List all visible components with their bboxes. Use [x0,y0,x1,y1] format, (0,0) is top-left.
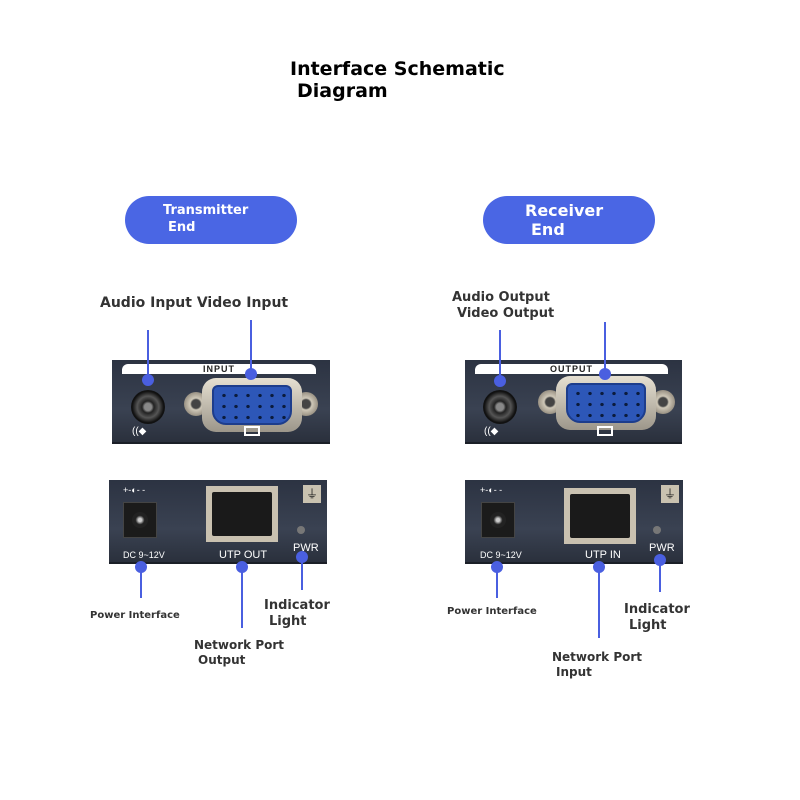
indicator-light-label: Indicator Light [264,598,330,631]
power-interface-label: Power Interface [90,610,180,621]
indicator-light-label: Indicator Light [624,602,690,635]
audio-video-output-label: Audio Output Video Output [452,290,554,323]
callout-line [147,330,149,380]
dc-polarity-icon: +-◐- - [123,485,146,495]
dc-label: DC 9~12V [480,550,522,560]
audio-icon: ((◆ [132,426,147,437]
callout-dot [599,368,611,380]
panel-band-label: INPUT [122,364,316,374]
label-line-2: Light [629,618,667,634]
label-line-1: Indicator [624,602,690,617]
audio-video-input-label: Audio Input Video Input [100,295,289,311]
callout-line [250,320,252,374]
callout-dot [245,368,257,380]
rj45-port [564,488,636,544]
ground-icon: ⏚ [661,485,679,503]
audio-jack [483,390,517,424]
utp-in-label: UTP IN [585,549,621,561]
label-line-1: Indicator [264,598,330,613]
callout-dot [491,561,503,573]
panel-band-label: OUTPUT [475,364,668,374]
pill-line-1: Receiver [525,201,604,220]
transmitter-end-badge: Transmitter End [125,196,297,244]
callout-line [301,557,303,590]
label-line-1: Network Port [552,650,643,664]
callout-line [604,322,606,374]
callout-dot [654,554,666,566]
pwr-label: PWR [649,542,675,554]
callout-line [496,567,498,598]
page-title: Interface Schematic Diagram [290,58,505,102]
vga-port [556,376,656,430]
pill-line-2: End [168,220,196,235]
pill-line-2: End [531,220,565,239]
audio-jack [131,390,165,424]
label-line-2: Video Output [457,306,555,322]
power-led [653,526,661,534]
receiver-end-badge: Receiver End [483,196,655,244]
monitor-icon [244,426,260,436]
callout-dot [236,561,248,573]
callout-line [659,560,661,592]
callout-line [499,330,501,381]
pill-line-1: Transmitter [163,203,249,218]
transmitter-input-panel: INPUT ((◆ [112,360,330,444]
label-line-2: Output [198,653,246,667]
utp-out-label: UTP OUT [219,549,268,561]
label-line-1: Audio Output [452,290,550,305]
receiver-power-panel: +-◐- - DC 9~12V UTP IN ⏚ PWR [465,480,683,564]
callout-dot [593,561,605,573]
callout-dot [296,551,308,563]
label-line-2: Input [556,665,592,679]
network-port-output-label: Network Port Output [194,638,284,668]
transmitter-power-panel: +-◐- - DC 9~12V UTP OUT ⏚ PWR [109,480,327,564]
vga-port [202,378,302,432]
power-interface-label: Power Interface [447,606,537,617]
callout-line [598,567,600,638]
callout-dot [135,561,147,573]
network-port-input-label: Network Port Input [552,650,642,680]
ground-icon: ⏚ [303,485,321,503]
label-line-1: Network Port [194,638,285,652]
callout-line [140,567,142,598]
monitor-icon [597,426,613,436]
callout-dot [494,375,506,387]
title-line-2: Diagram [297,80,388,102]
receiver-output-panel: OUTPUT ((◆ [465,360,682,444]
rj45-port [206,486,278,542]
dc-power-jack [481,502,515,538]
callout-line [241,567,243,628]
callout-dot [142,374,154,386]
dc-power-jack [123,502,157,538]
power-led [297,526,305,534]
label-line-2: Light [269,614,307,630]
audio-icon: ((◆ [484,426,499,437]
dc-polarity-icon: +-◐- - [480,485,503,495]
dc-label: DC 9~12V [123,550,165,560]
title-line-1: Interface Schematic [290,58,505,80]
